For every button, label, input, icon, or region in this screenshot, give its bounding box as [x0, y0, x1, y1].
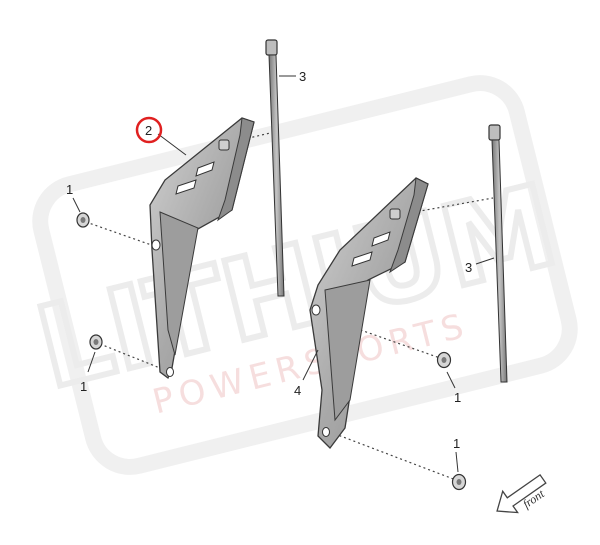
callout-1-right-low: 1 — [453, 436, 460, 451]
leader-line — [72, 197, 81, 213]
assembly-line — [85, 221, 161, 249]
leader-line — [157, 133, 187, 156]
right-bracket — [309, 177, 429, 449]
callout-2: 2 — [145, 123, 152, 138]
front-arrow-icon — [496, 473, 547, 514]
left-bracket — [149, 117, 255, 380]
callout-4: 4 — [294, 383, 301, 398]
bracket-side-face — [217, 117, 255, 222]
leader-line — [475, 257, 495, 265]
push-clip — [451, 473, 467, 491]
push-clip — [76, 212, 90, 228]
leader-line — [455, 451, 459, 473]
leader-line — [302, 349, 319, 381]
bracket-web — [159, 211, 199, 356]
leader-line — [446, 371, 456, 389]
highlight-circle — [135, 116, 163, 144]
bracket-side-face — [389, 177, 429, 274]
cable-tie-head — [265, 39, 278, 56]
bracket-clip — [389, 208, 401, 220]
cable-tie-strap — [268, 54, 285, 297]
leader-line — [87, 351, 96, 373]
bracket-clip — [218, 139, 230, 151]
front-direction-indicator: front — [496, 473, 547, 514]
push-clips — [76, 212, 467, 491]
callout-3-left: 3 — [299, 69, 306, 84]
bracket-slot — [351, 251, 373, 267]
callout-1-upper-left: 1 — [66, 182, 73, 197]
callout-3-right: 3 — [465, 260, 472, 275]
cable-tie-head — [488, 124, 501, 141]
cable-tie-strap — [491, 139, 508, 383]
bracket-slot — [371, 231, 391, 247]
right-cable-tie — [488, 124, 508, 383]
bracket-slot — [195, 161, 215, 177]
assembly-line — [329, 431, 457, 481]
bracket-hole — [311, 304, 321, 316]
bracket-slot — [175, 179, 197, 195]
push-clip — [89, 334, 103, 350]
callouts: 1 1 2 3 3 4 1 1 — [66, 69, 472, 451]
bracket-hole — [322, 427, 330, 437]
bracket-hole — [151, 239, 161, 251]
leader-lines — [72, 75, 495, 473]
callout-1-right-mid: 1 — [454, 390, 461, 405]
callout-1-lower-left: 1 — [80, 379, 87, 394]
left-cable-tie — [265, 39, 285, 297]
bracket-web — [324, 279, 371, 422]
push-clip — [436, 351, 452, 369]
bracket-hole — [166, 367, 174, 377]
